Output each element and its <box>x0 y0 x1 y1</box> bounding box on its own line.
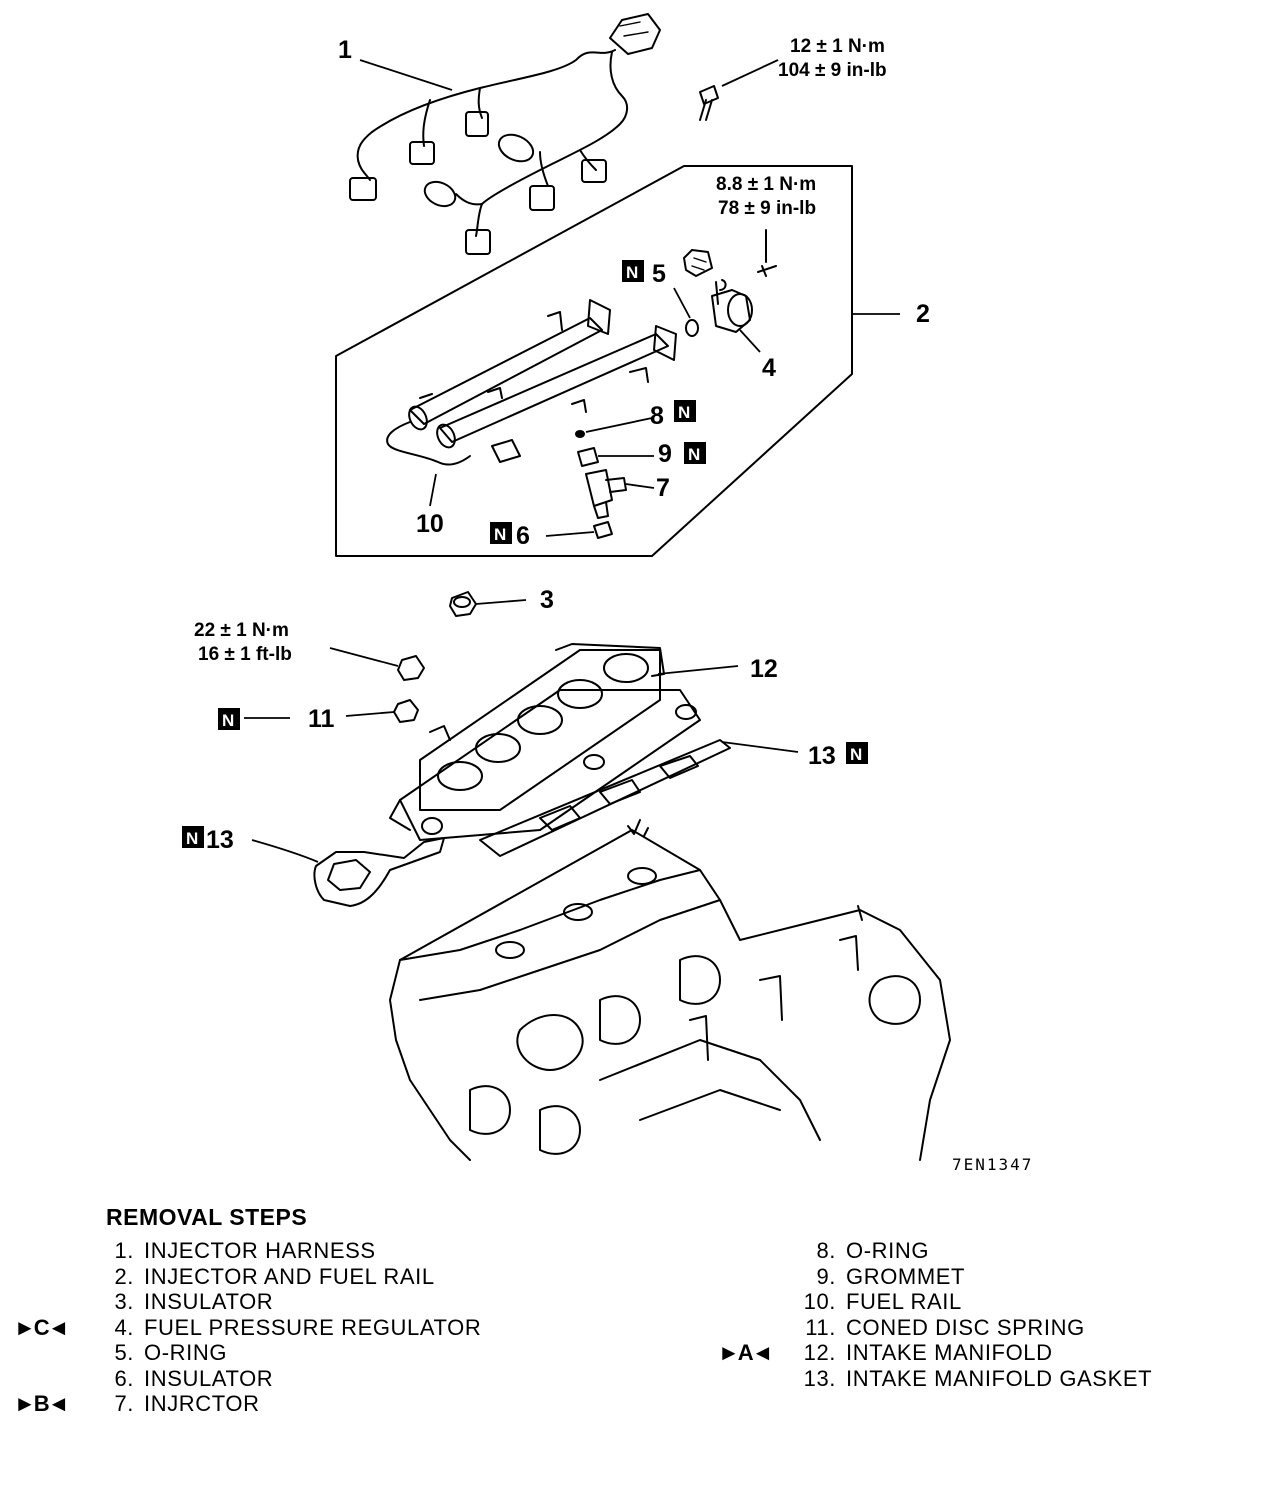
service-marker-c: ►C◄ <box>14 1314 69 1340</box>
svg-text:N: N <box>186 829 198 848</box>
callout-5: 5 <box>652 260 666 288</box>
injector-fuel-rail-group-box <box>335 165 853 557</box>
insulator-3-drawing <box>449 591 527 617</box>
callout-3: 3 <box>540 586 554 614</box>
callout-4: 4 <box>762 354 776 382</box>
callout-12: 12 <box>750 655 778 683</box>
step-name: INJRCTOR <box>144 1391 260 1416</box>
manifold-nut-drawing <box>329 647 425 681</box>
step-name: FUEL PRESSURE REGULATOR <box>144 1314 482 1340</box>
new-part-symbol-11: N <box>218 708 240 730</box>
step-5: 5. O-RING <box>108 1340 481 1366</box>
step-number: 10. <box>803 1289 836 1314</box>
step-number: 12. <box>803 1340 836 1365</box>
callout-13-right: 13 <box>808 742 836 770</box>
intake-manifold-gasket-drawing <box>251 739 799 907</box>
new-part-symbol-9: N <box>684 442 706 464</box>
svg-text:N: N <box>688 445 700 464</box>
step-name: FUEL RAIL <box>846 1289 962 1314</box>
new-part-symbol-13-left: N <box>182 826 204 848</box>
new-part-symbol-6: N <box>490 522 512 544</box>
callout-7: 7 <box>656 474 670 502</box>
step-name: CONED DISC SPRING <box>846 1314 1085 1340</box>
step-name: INSULATOR <box>144 1289 274 1314</box>
step-name: INTAKE MANIFOLD <box>846 1340 1053 1365</box>
callout-11: 11 <box>308 705 335 733</box>
removal-steps-left-column: 1. INJECTOR HARNESS 2. INJECTOR AND FUEL R… <box>14 1238 482 1417</box>
torque-manifold-imperial: 16 ± 1 ft-lb <box>198 644 292 665</box>
service-marker-b: ►B◄ <box>14 1391 69 1416</box>
callout-13-left: 13 <box>206 826 234 854</box>
step-10: 10. FUEL RAIL <box>798 1289 1152 1315</box>
figure-code: 7EN1347 <box>952 1155 1033 1174</box>
torque-manifold-metric: 22 ± 1 N·m <box>194 620 289 641</box>
torque-regulator-imperial: 78 ± 9 in-lb <box>718 198 816 219</box>
removal-steps-right-column: 8. O-RING 9. GROMMET 10. FUEL RAIL 11. CONED… <box>718 1238 1152 1392</box>
step-9: 9. GROMMET <box>798 1264 1152 1290</box>
step-number: 7. <box>114 1391 134 1416</box>
step-2: 2. INJECTOR AND FUEL RAIL <box>108 1264 481 1290</box>
svg-text:N: N <box>222 711 234 730</box>
new-part-symbol-8: N <box>674 400 696 422</box>
removal-steps: REMOVAL STEPS 1. INJECTOR HARNESS 2. INJEC… <box>0 1200 1264 1460</box>
step-name: GROMMET <box>846 1263 966 1289</box>
step-number: 8. <box>816 1238 836 1263</box>
callout-1: 1 <box>338 36 352 64</box>
injector-harness-drawing <box>349 13 661 255</box>
torque-regulator-metric: 8.8 ± 1 N·m <box>716 174 816 195</box>
step-name: INTAKE MANIFOLD GASKET <box>846 1365 1153 1391</box>
step-13: 13. INTAKE MANIFOLD GASKET <box>798 1366 1152 1392</box>
new-part-symbol-13-right: N <box>846 742 868 764</box>
callout-10: 10 <box>416 510 444 538</box>
step-name: O-RING <box>144 1340 228 1365</box>
torque-bolt-top-imperial: 104 ± 9 in-lb <box>778 60 887 81</box>
step-12: ►A◄ 12. INTAKE MANIFOLD <box>718 1340 1152 1366</box>
step-name: O-RING <box>846 1238 930 1263</box>
step-number: 1. <box>114 1238 134 1263</box>
step-6: 6. INSULATOR <box>108 1366 481 1392</box>
harness-bolt-drawing <box>699 59 779 121</box>
svg-text:N: N <box>678 403 690 422</box>
step-name: INJECTOR HARNESS <box>144 1238 376 1263</box>
step-number: 4. <box>114 1314 134 1340</box>
step-number: 6. <box>114 1365 134 1391</box>
step-8: 8. O-RING <box>798 1238 1152 1264</box>
callout-2: 2 <box>916 300 930 328</box>
fuel-pressure-regulator-drawing <box>683 229 777 353</box>
fuel-rail-drawing <box>386 299 677 507</box>
step-3: 3. INSULATOR <box>108 1289 481 1315</box>
step-number: 9. <box>816 1263 836 1289</box>
step-7: ►B◄ 7. INJRCTOR <box>14 1391 481 1417</box>
coned-disc-spring-drawing <box>244 699 419 723</box>
svg-text:N: N <box>850 745 862 764</box>
torque-bolt-top-metric: 12 ± 1 N·m <box>790 36 885 57</box>
svg-text:N: N <box>494 525 506 544</box>
o-ring-5-drawing <box>673 287 699 337</box>
step-1: 1. INJECTOR HARNESS <box>108 1238 481 1264</box>
intake-manifold-drawing <box>389 643 739 841</box>
step-number: 3. <box>114 1289 134 1314</box>
step-number: 2. <box>114 1263 134 1289</box>
callout-6: 6 <box>516 522 530 550</box>
injector-drawing <box>545 417 655 539</box>
exploded-view-diagram: 1 2 3 4 5 6 7 8 9 10 11 12 13 13 N N N N… <box>182 13 1033 1174</box>
step-4: ►C◄ 4. FUEL PRESSURE REGULATOR <box>14 1314 482 1341</box>
removal-steps-title: REMOVAL STEPS <box>106 1204 308 1230</box>
step-11: 11. CONED DISC SPRING <box>798 1315 1152 1341</box>
engine-block-drawing <box>389 819 951 1161</box>
step-number: 5. <box>114 1340 134 1365</box>
new-part-symbol-5: N <box>622 260 644 282</box>
service-marker-a: ►A◄ <box>718 1340 773 1365</box>
step-number: 11. <box>805 1314 836 1340</box>
callout-9: 9 <box>658 440 672 468</box>
callout-8: 8 <box>650 402 664 430</box>
step-name: INSULATOR <box>144 1365 274 1391</box>
step-name: INJECTOR AND FUEL RAIL <box>144 1263 435 1289</box>
svg-text:N: N <box>626 263 638 282</box>
step-number: 13. <box>803 1365 836 1391</box>
